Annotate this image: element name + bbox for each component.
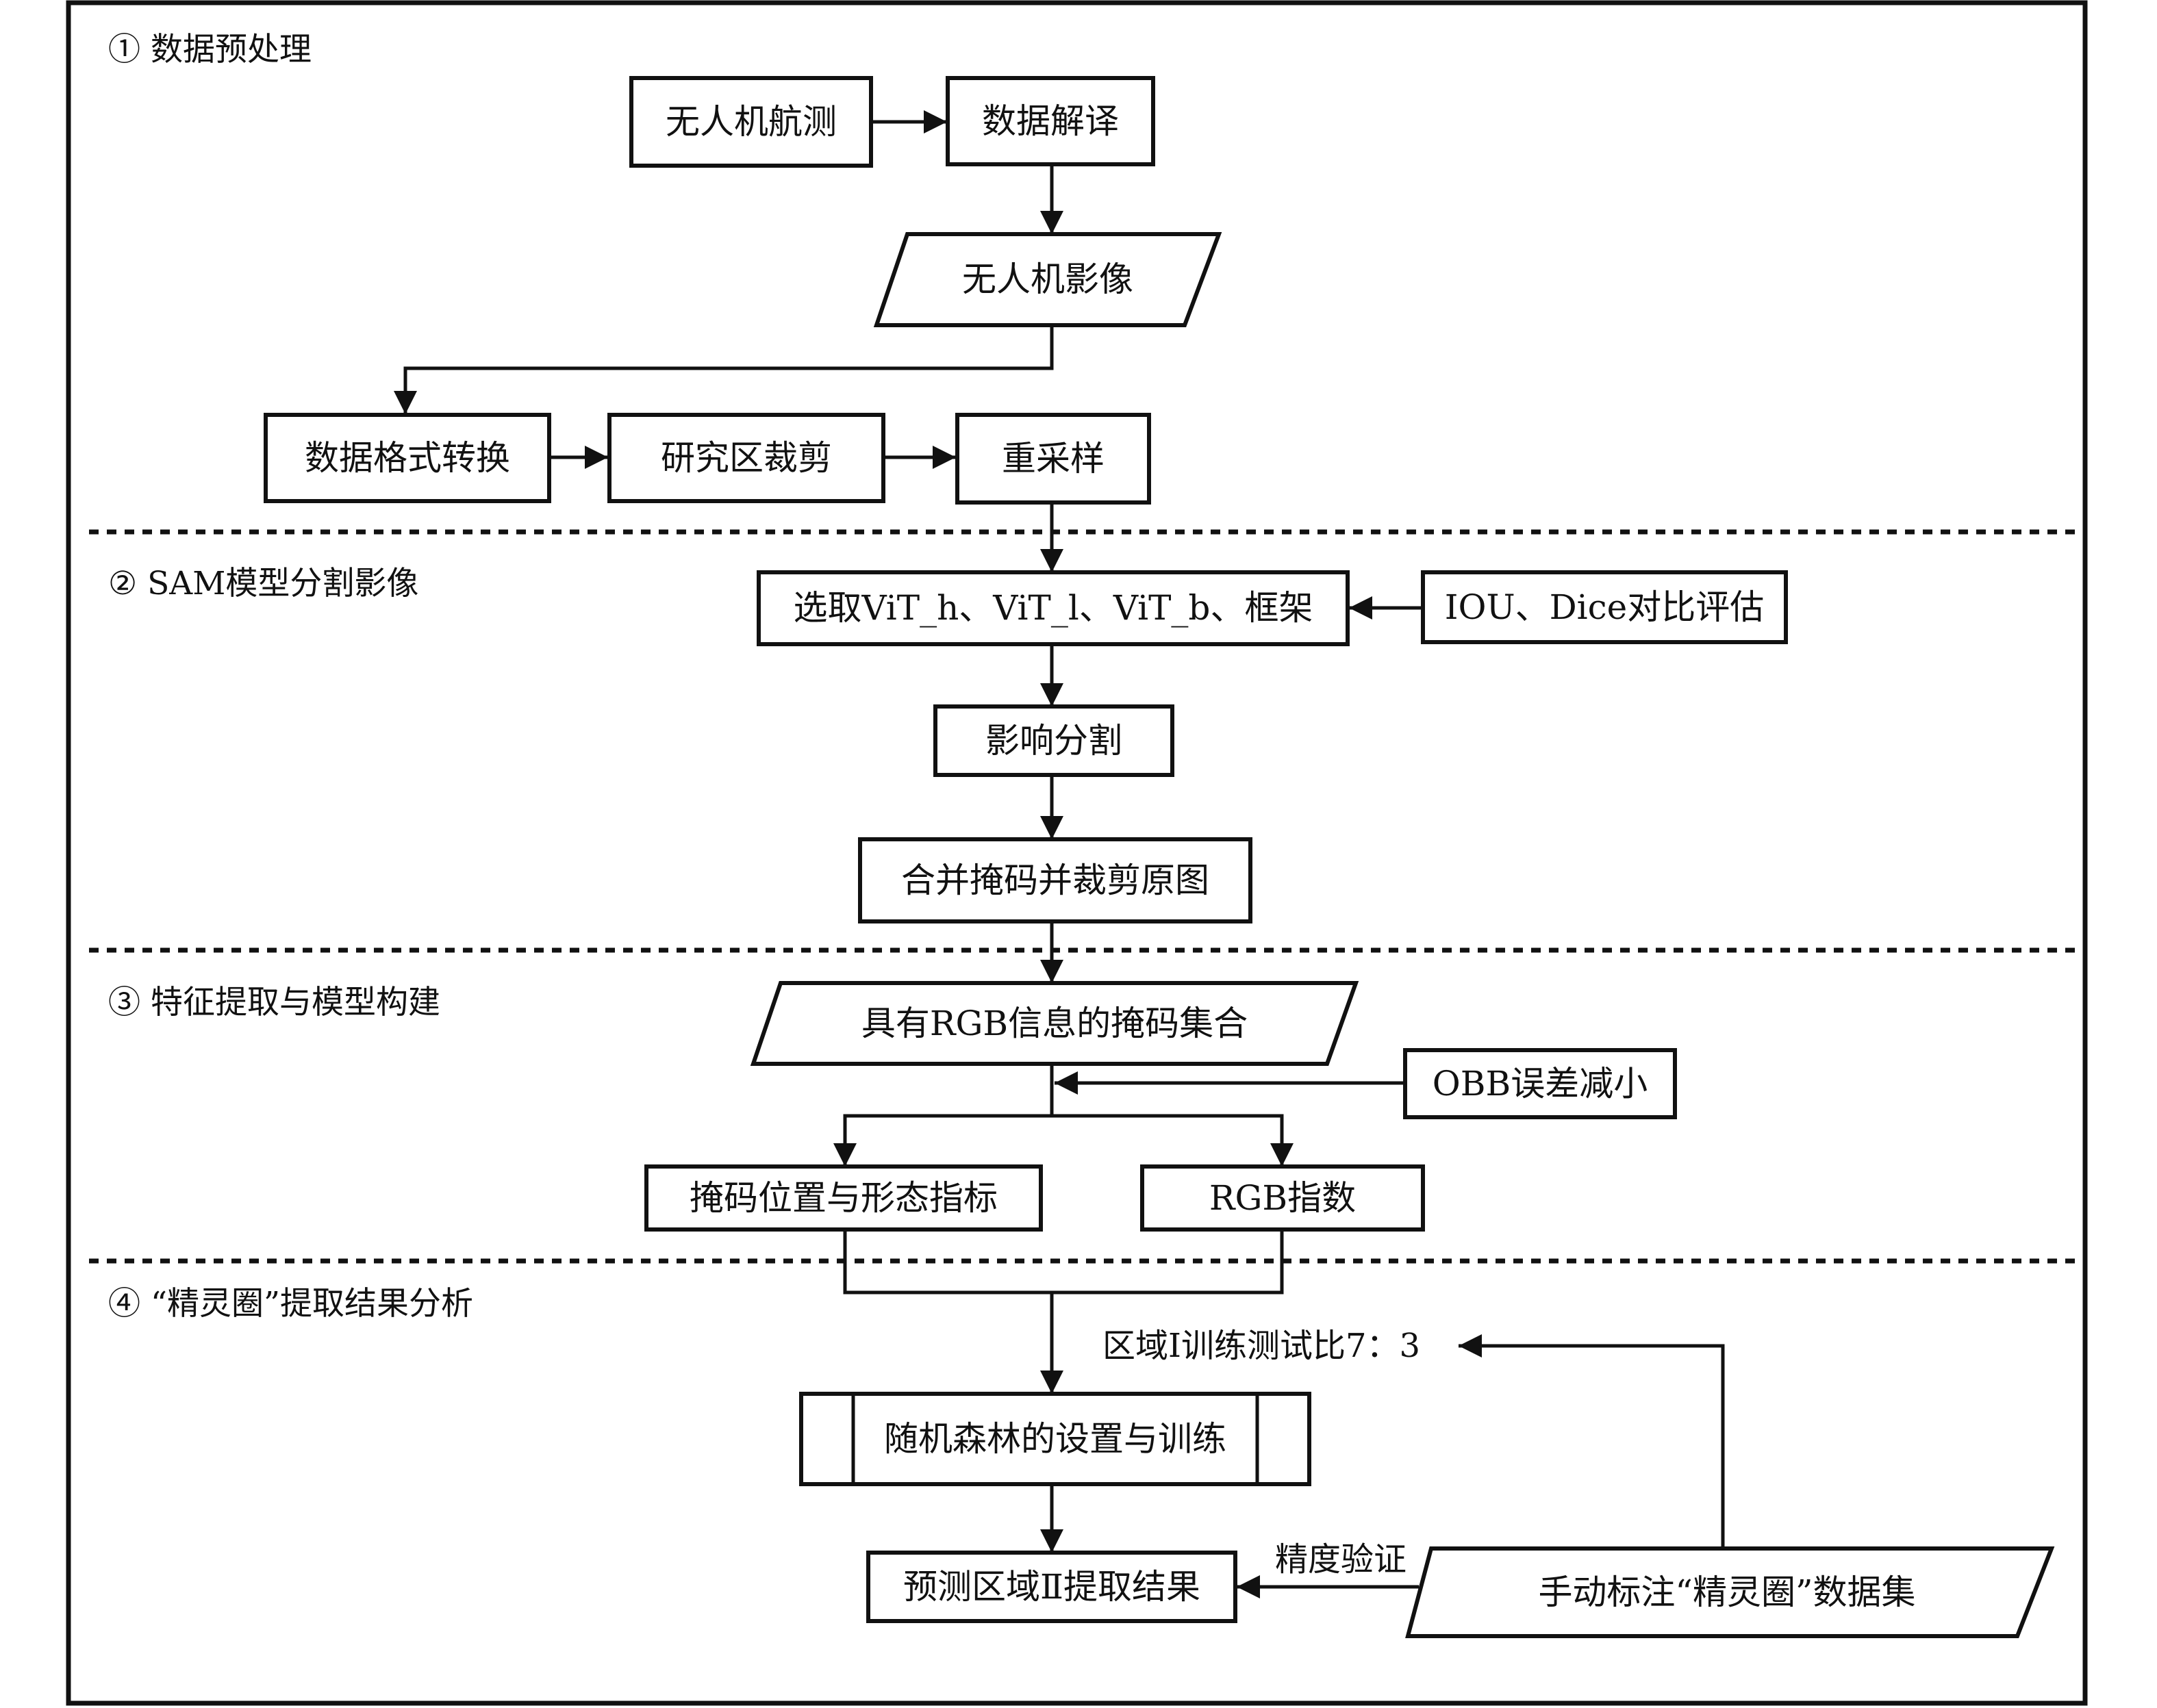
node-merge-mask: 合并掩码并裁剪原图 xyxy=(858,837,1252,923)
svg-text:预测区域Ⅱ提取结果: 预测区域Ⅱ提取结果 xyxy=(903,1567,1200,1607)
node-predict-result: 预测区域Ⅱ提取结果 xyxy=(866,1551,1237,1623)
svg-text:数据解译: 数据解译 xyxy=(982,101,1119,141)
node-data-interp: 数据解译 xyxy=(946,76,1155,166)
svg-text:合并掩码并裁剪原图: 合并掩码并裁剪原图 xyxy=(901,861,1209,900)
arrow-image-to-format xyxy=(394,325,1054,414)
section-title-1: ① 数据预处理 xyxy=(108,31,312,68)
node-select-vit: 选取ViT_h、ViT_l、ViT_b、框架 xyxy=(757,570,1350,646)
svg-text:重采样: 重采样 xyxy=(1002,439,1105,479)
node-manual-label: 手动标注“精灵圈”数据集 xyxy=(1405,1546,2055,1638)
node-rgb-mask-set: 具有RGB信息的掩码集合 xyxy=(750,981,1359,1066)
split-branch xyxy=(843,1114,1284,1165)
svg-text:掩码位置与形态指标: 掩码位置与形态指标 xyxy=(690,1178,998,1218)
edge-label-accuracy: 精度验证 xyxy=(1275,1540,1407,1579)
svg-text:无人机影像: 无人机影像 xyxy=(962,259,1133,299)
node-uav-survey: 无人机航测 xyxy=(629,76,873,168)
section-title-3: ③ 特征提取与模型构建 xyxy=(108,984,440,1021)
node-segmentation: 影响分割 xyxy=(933,704,1174,777)
node-obb-error: OBB误差减小 xyxy=(1403,1048,1677,1119)
svg-text:影响分割: 影响分割 xyxy=(985,721,1122,761)
node-area-clip: 研究区裁剪 xyxy=(607,413,885,503)
node-iou-dice: IOU、Dice对比评估 xyxy=(1421,570,1788,644)
svg-text:手动标注“精灵圈”数据集: 手动标注“精灵圈”数据集 xyxy=(1538,1572,1915,1612)
connectors xyxy=(394,110,1725,1598)
svg-text:研究区裁剪: 研究区裁剪 xyxy=(661,438,832,478)
section-title-4: ④ “精灵圈”提取结果分析 xyxy=(108,1285,473,1323)
arrow-label-to-ratio xyxy=(1459,1334,1725,1548)
merge-branch xyxy=(843,1229,1284,1295)
node-resample: 重采样 xyxy=(955,413,1151,505)
svg-text:无人机航测: 无人机航测 xyxy=(666,102,837,142)
svg-text:IOU、Dice对比评估: IOU、Dice对比评估 xyxy=(1445,587,1765,627)
section-title-2: ② SAM模型分割影像 xyxy=(108,565,418,602)
node-mask-shape: 掩码位置与形态指标 xyxy=(644,1164,1043,1232)
svg-text:RGB指数: RGB指数 xyxy=(1209,1178,1356,1218)
svg-text:数据格式转换: 数据格式转换 xyxy=(305,438,510,478)
outer-frame xyxy=(66,0,2088,1706)
svg-text:选取ViT_h、ViT_l、ViT_b、框架: 选取ViT_h、ViT_l、ViT_b、框架 xyxy=(794,588,1313,628)
node-uav-image: 无人机影像 xyxy=(873,232,1222,327)
svg-text:具有RGB信息的掩码集合: 具有RGB信息的掩码集合 xyxy=(861,1004,1248,1043)
node-format-convert: 数据格式转换 xyxy=(264,413,551,503)
node-rf-train: 随机森林的设置与训练 xyxy=(799,1392,1311,1486)
svg-text:随机森林的设置与训练: 随机森林的设置与训练 xyxy=(884,1419,1226,1459)
svg-text:OBB误差减小: OBB误差减小 xyxy=(1433,1064,1648,1104)
node-rgb-index: RGB指数 xyxy=(1140,1164,1425,1232)
edge-label-train-ratio: 区域Ⅰ训练测试比7：3 xyxy=(1102,1327,1420,1365)
